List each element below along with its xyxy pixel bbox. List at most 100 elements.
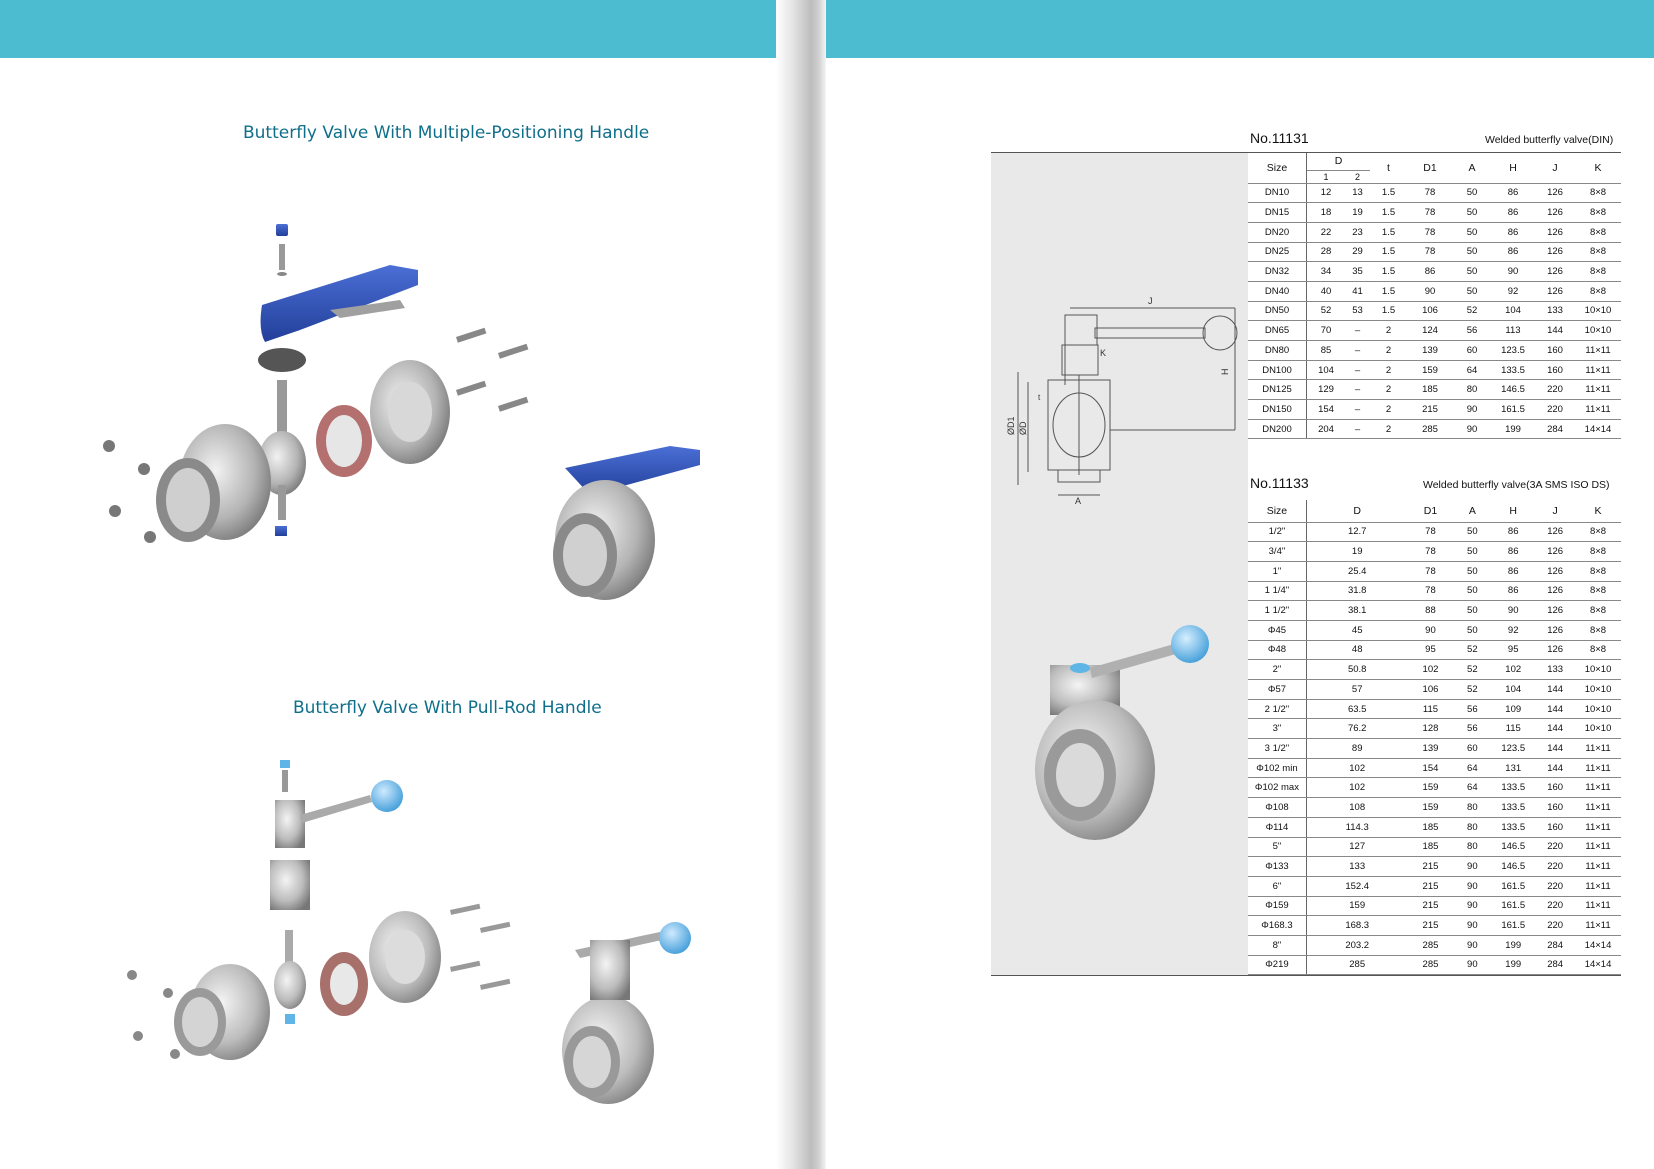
table-cell: 102 [1491, 659, 1536, 680]
table-cell: 123.5 [1491, 738, 1536, 759]
table-cell: 161.5 [1491, 915, 1536, 936]
table-cell: 220 [1535, 915, 1576, 936]
table-cell: 284 [1535, 955, 1576, 976]
table-cell: 8×8 [1575, 640, 1621, 661]
table-cell: 25.4 [1306, 561, 1408, 582]
table-cell: 90 [1453, 856, 1492, 877]
table-cell: 86 [1491, 242, 1535, 263]
table-cell: 215 [1407, 399, 1453, 420]
table-cell: 10×10 [1575, 679, 1621, 700]
table-cell: 14×14 [1575, 419, 1621, 440]
dim-d1: ØD1 [1006, 416, 1016, 435]
table-cell: 215 [1407, 876, 1454, 897]
table-cell: 284 [1535, 935, 1576, 956]
size-cell: Φ108 [1248, 797, 1307, 818]
table-cell: 10×10 [1575, 320, 1621, 341]
size-cell: DN32 [1248, 261, 1307, 282]
table-cell: 159 [1407, 777, 1454, 799]
table-cell: 1.5 [1370, 183, 1407, 204]
exploded-valve-pull-rod-illustration [127, 760, 691, 1104]
table-cell: 124 [1407, 320, 1453, 341]
table-cell: 126 [1535, 522, 1576, 543]
size-cell: 2 1/2" [1248, 699, 1307, 720]
table-cell: 85 [1306, 340, 1346, 361]
table-cell: – [1345, 320, 1370, 341]
table-cell: 1.5 [1370, 261, 1407, 282]
table-cell: 38.1 [1306, 600, 1408, 621]
table-cell: 102 [1306, 777, 1408, 799]
table-cell: 106 [1407, 679, 1454, 700]
size-cell: 1 1/2" [1248, 600, 1307, 621]
table-cell: 10×10 [1575, 699, 1621, 720]
th-d-sub1: 1 [1306, 170, 1346, 184]
table-cell: 215 [1407, 915, 1454, 936]
table-cell: 126 [1535, 222, 1575, 243]
table-cell: 115 [1407, 699, 1454, 720]
table-cell: 8×8 [1575, 261, 1621, 282]
table-cell: 10×10 [1575, 301, 1621, 322]
table-cell: 11×11 [1575, 856, 1621, 877]
table-cell: 104 [1306, 360, 1346, 381]
table-cell: 41 [1345, 281, 1370, 302]
table-cell: 50.8 [1306, 659, 1408, 680]
table-cell: 80 [1453, 797, 1492, 818]
table-cell: 50 [1453, 561, 1492, 582]
table-cell: 126 [1535, 620, 1576, 641]
table-cell: 90 [1453, 419, 1491, 440]
table-cell: 168.3 [1306, 915, 1408, 936]
size-cell: Φ133 [1248, 856, 1307, 877]
table-cell: 50 [1453, 183, 1491, 204]
dim-k: K [1100, 348, 1106, 358]
table-cell: 104 [1491, 679, 1536, 700]
table-cell: 185 [1407, 837, 1454, 858]
table-cell: 133.5 [1491, 797, 1536, 818]
table-cell: 22 [1306, 222, 1346, 243]
table-cell: 86 [1491, 541, 1536, 562]
size-cell: DN20 [1248, 222, 1307, 243]
table-cell: 11×11 [1575, 837, 1621, 858]
table-cell: 18 [1306, 202, 1346, 223]
table-cell: 133.5 [1491, 817, 1536, 838]
table-cell: 109 [1491, 699, 1536, 720]
table-cell: 89 [1306, 738, 1408, 759]
table-cell: 56 [1453, 699, 1492, 720]
th-d-sub2: 2 [1345, 170, 1370, 184]
table-cell: 199 [1491, 955, 1536, 976]
table-cell: 126 [1535, 541, 1576, 562]
table1-number: No.11131 [1250, 130, 1309, 146]
table-cell: 35 [1345, 261, 1370, 282]
table-cell: 12.7 [1306, 522, 1408, 543]
table-cell: 78 [1407, 581, 1454, 602]
table-cell: 1.5 [1370, 242, 1407, 263]
table-cell: – [1345, 360, 1370, 381]
table-cell: 86 [1407, 261, 1453, 282]
table-cell: 284 [1535, 419, 1575, 440]
table-cell: 161.5 [1491, 399, 1535, 420]
table-cell: 126 [1535, 561, 1576, 582]
table-cell: 127 [1306, 837, 1408, 858]
size-cell: 5" [1248, 837, 1307, 858]
table-cell: 14×14 [1575, 955, 1621, 976]
table-cell: 8×8 [1575, 222, 1621, 243]
table-cell: 11×11 [1575, 797, 1621, 818]
size-cell: 1 1/4" [1248, 581, 1307, 602]
table-cell: 133.5 [1491, 360, 1535, 381]
size-cell: DN10 [1248, 183, 1307, 204]
table-cell: 126 [1535, 242, 1575, 263]
table-cell: 8×8 [1575, 242, 1621, 263]
